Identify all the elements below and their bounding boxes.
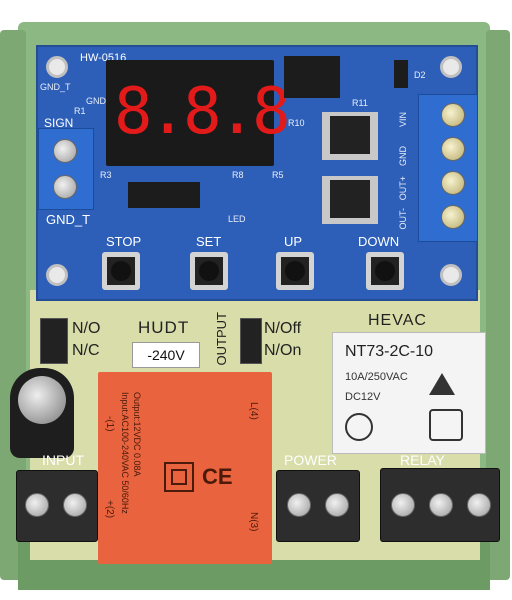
input-terminal-block [16,470,98,542]
double-insulation-icon [164,462,194,492]
electrolytic-capacitor [10,368,74,458]
relay-coil: DC12V [345,391,381,403]
set-button[interactable] [190,252,228,290]
mounting-hole-icon [440,264,462,286]
screw-icon[interactable] [63,493,87,517]
label-out-minus: OUT- [398,208,408,230]
down-button[interactable] [366,252,404,290]
psu-pin-m1: -(1) [104,416,115,432]
signal-terminal-block [38,128,94,210]
psu-pin-l4: L(4) [248,402,259,420]
mounting-hole-icon [440,56,462,78]
screw-icon[interactable] [25,493,49,517]
silk-led: LED [228,214,246,224]
label-sign: SIGN [44,116,74,130]
voltage-badge: -240V [132,342,200,368]
relay-module: NT73-2C-10 10A/250VAC DC12V [332,332,486,454]
label-n-off: N/Off [264,320,302,337]
screw-icon[interactable] [287,493,311,517]
diode-d2 [394,60,408,88]
up-button[interactable] [276,252,314,290]
silk-d2: D2 [414,70,426,80]
screw-icon[interactable] [325,493,349,517]
stop-button[interactable] [102,252,140,290]
label-nc: N/C [72,342,100,359]
label-stop: STOP [106,234,142,249]
cert-mark-icon [429,409,463,441]
relay-rating: 10A/250VAC [345,371,408,383]
label-vin: VIN [398,112,408,128]
screw-icon[interactable] [53,175,77,199]
label-out-plus: OUT+ [398,176,408,201]
label-terminal-gnd: GND [398,146,408,166]
screw-icon[interactable] [441,137,465,161]
screw-icon[interactable] [429,493,453,517]
power-terminal-block [276,470,360,542]
psu-pin-n3: N(3) [248,512,259,532]
jumper-header-left [40,318,68,364]
label-no: N/O [72,320,101,337]
display-digits: 8.8.8 [114,75,291,149]
mosfet-upper [322,112,378,160]
label-n-on: N/On [264,342,302,359]
silk-r1: R1 [74,106,86,116]
ce-mark-icon: CE [202,464,233,489]
label-power: POWER [284,452,337,468]
optocoupler-chip [128,182,200,208]
label-down: DOWN [358,234,400,249]
label-hudt: HUDT [138,318,190,337]
psu-input-line: Input:AC100-240VAC 50/60Hz [120,392,130,514]
label-output: OUTPUT [214,312,229,366]
mosfet-lower [322,176,378,224]
mounting-hole-icon [46,56,68,78]
regulator-chip [284,56,340,98]
seven-segment-display: 8.8.8 [106,60,291,166]
psu-pin-p2: +(2) [104,500,115,519]
mounting-hole-icon [46,264,68,286]
screw-icon[interactable] [441,103,465,127]
capacitor-top-icon [18,376,66,424]
silk-r10: R10 [288,118,305,128]
psu-module: Input:AC100-240VAC 50/60Hz Output:12VDC … [98,372,272,564]
label-up: UP [284,234,303,249]
silk-r11: R11 [352,98,368,108]
silk-r5: R5 [272,170,284,180]
label-relay: RELAY [400,452,445,468]
relay-model: NT73-2C-10 [345,343,434,360]
silk-r3: R3 [100,170,112,180]
screw-icon[interactable] [391,493,415,517]
label-set: SET [196,234,222,249]
ul-mark-icon [345,413,373,441]
output-terminal-block [418,94,478,242]
label-input: INPUT [42,452,84,468]
label-gnd: GND [86,96,106,106]
label-hevac: HEVAC [368,312,427,329]
label-gnd-t-top: GND_T [40,82,71,92]
screw-icon[interactable] [467,493,491,517]
jumper-header-right [240,318,262,364]
label-gnd-t-bottom: GND_T [46,212,91,227]
relay-terminal-block [380,468,500,542]
screw-icon[interactable] [53,139,77,163]
warning-triangle-icon [429,373,455,395]
screw-icon[interactable] [441,171,465,195]
silk-r8: R8 [232,170,244,180]
screw-icon[interactable] [441,205,465,229]
psu-output-line: Output:12VDC 0.08A [132,392,142,477]
